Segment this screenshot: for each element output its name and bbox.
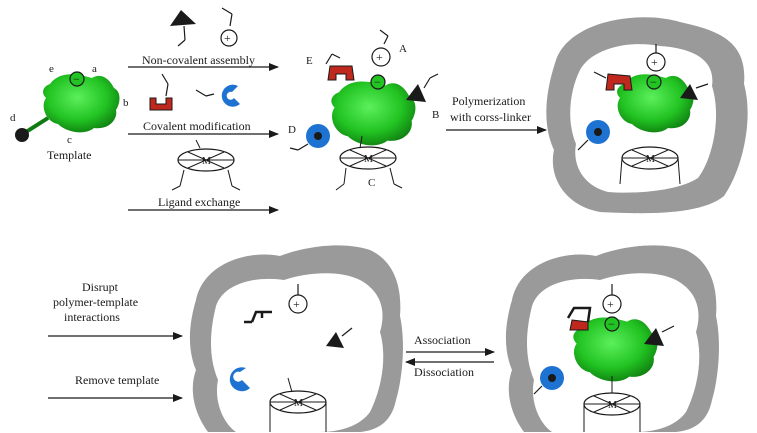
svg-text:−: −	[650, 75, 657, 89]
complex-label-E: E	[306, 55, 313, 67]
noncovalent-label: Non-covalent assembly	[142, 53, 255, 67]
svg-text:+: +	[376, 50, 383, 64]
template-site-b: b	[123, 97, 129, 109]
dissociation-label: Dissociation	[414, 365, 474, 379]
plus-monomer-icon	[220, 29, 238, 47]
svg-text:+: +	[651, 55, 658, 69]
template-site-e: e	[49, 63, 54, 75]
disrupt-label-3: interactions	[64, 310, 120, 324]
assembled-complex: + −	[289, 29, 439, 191]
svg-text:+: +	[224, 31, 231, 45]
remove-template-label: Remove template	[75, 373, 159, 387]
template-caption: Template	[47, 148, 91, 162]
covalent-label: Covalent modification	[143, 119, 251, 133]
template-minus-sign: −	[73, 72, 80, 86]
svg-text:−: −	[374, 75, 381, 89]
ligand-label: Ligand exchange	[158, 195, 240, 209]
template-site-d-dot	[15, 128, 29, 142]
svg-text:+: +	[607, 297, 614, 311]
template-site-c: c	[67, 134, 72, 146]
association-label: Association	[414, 333, 471, 347]
polymer-with-template: + −	[546, 17, 748, 214]
template-minus-charge	[69, 71, 85, 87]
polymerization-label-1: Polymerization	[452, 94, 525, 108]
complex-block-E	[327, 65, 355, 81]
triangle-monomer-icon	[170, 10, 196, 26]
template-site-d: d	[10, 112, 16, 124]
svg-text:+: +	[293, 297, 300, 311]
complex-label-D: D	[288, 124, 296, 136]
complex-label-A: A	[399, 43, 407, 55]
polymerization-label-2: with corss-linker	[450, 110, 531, 124]
ring-monomer-icon	[221, 84, 240, 107]
complex-triangle-B	[406, 84, 426, 102]
covalent-block-monomer-icon	[149, 97, 173, 111]
disrupt-label-1: Disrupt	[82, 280, 119, 294]
disrupt-label-2: polymer-template	[53, 295, 138, 309]
empty-imprinted-cavity: +	[189, 245, 403, 432]
template-molecule: −	[15, 71, 120, 142]
template-site-a: a	[92, 63, 97, 75]
svg-text:−: −	[608, 317, 615, 331]
complex-label-C: C	[368, 177, 375, 189]
rebound-template-polymer: + −	[505, 245, 719, 432]
complex-label-B: B	[432, 109, 439, 121]
